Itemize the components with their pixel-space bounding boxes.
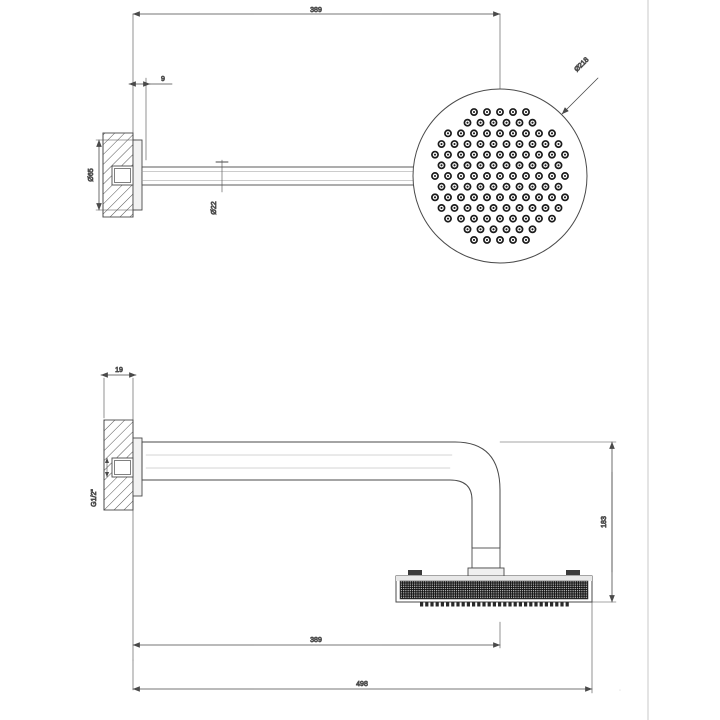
dim-label-bottom-498: 498 [356,681,368,688]
connector-block-top [111,165,134,186]
dim-label-top-d218: Ø218 [573,56,590,73]
dim-bottom-389: 389 [132,637,501,648]
thread-connector-bottom [104,457,134,478]
dim-label-top-d65: Ø65 [88,168,95,181]
nozzle-tips-row [420,602,569,607]
dim-label-top-9: 9 [161,76,165,83]
dim-label-g12: G1/2" [91,489,98,507]
shower-arm-bottom [141,441,501,549]
dim-bottom-183: 183 [499,441,617,603]
dim-label-top-d22: Ø22 [211,201,218,214]
bottom-view-group: 19 [91,367,621,694]
dim-label-bottom-19: 19 [115,367,123,374]
nozzle-field-top [431,108,569,244]
dim-top-389: 389 [132,7,501,17]
label-thread-size: G1/2" [91,488,99,507]
dim-label-bottom-389: 389 [310,637,322,644]
shower-arm-top [141,166,426,186]
dim-bottom-19: 19 [100,367,137,378]
dim-top-d218: Ø218 [561,56,599,115]
top-view-group: 389 9 [88,7,599,264]
dim-label-top-389: 389 [310,7,322,14]
dim-top-d22: Ø22 [211,159,229,215]
flange-plate-bottom [132,437,143,497]
bottom-witness-lines [103,377,621,691]
dim-bottom-498: 498 [132,601,593,694]
dim-top-d65: Ø65 [88,139,137,211]
dim-top-9: 9 [128,76,173,87]
flange-plate-top [132,139,143,211]
dim-label-bottom-183: 183 [601,516,608,528]
